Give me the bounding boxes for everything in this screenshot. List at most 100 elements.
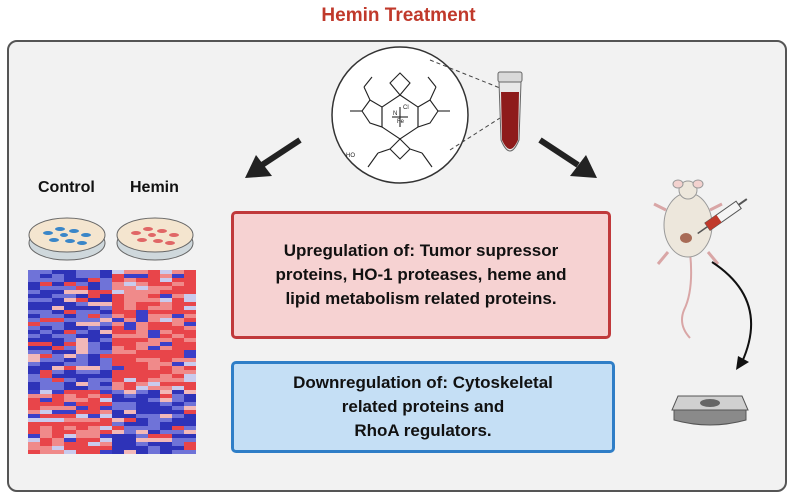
heatmap-cell	[184, 326, 196, 330]
heatmap-cell	[112, 374, 124, 378]
heatmap-cell	[112, 406, 124, 410]
heatmap-cell	[64, 378, 76, 382]
heatmap-cell	[184, 302, 196, 306]
heatmap-cell	[160, 310, 172, 314]
heatmap-cell	[76, 270, 88, 274]
heatmap-cell	[172, 426, 184, 430]
heatmap-cell	[64, 362, 76, 366]
heatmap-cell	[124, 434, 136, 438]
heatmap-cell	[88, 434, 100, 438]
heatmap-cell	[148, 354, 160, 358]
heatmap-cell	[76, 450, 88, 454]
downregulation-line: RhoA regulators.	[354, 421, 492, 440]
heatmap-cell	[28, 390, 40, 394]
heatmap-cell	[136, 282, 148, 286]
heatmap-cell	[148, 410, 160, 414]
heatmap-cell	[28, 378, 40, 382]
heatmap-cell	[100, 290, 112, 294]
heatmap-cell	[136, 334, 148, 338]
heatmap-cell	[52, 270, 64, 274]
heatmap-cell	[100, 274, 112, 278]
heatmap-cell	[172, 422, 184, 426]
heatmap-cell	[184, 334, 196, 338]
heatmap-cell	[136, 310, 148, 314]
heatmap-cell	[184, 438, 196, 442]
heatmap-cell	[52, 374, 64, 378]
heatmap-cell	[148, 330, 160, 334]
heatmap-cell	[76, 290, 88, 294]
heatmap-cell	[172, 362, 184, 366]
heatmap-cell	[136, 322, 148, 326]
heatmap-cell	[124, 390, 136, 394]
heatmap-cell	[124, 362, 136, 366]
heatmap-cell	[40, 270, 52, 274]
heatmap-cell	[28, 430, 40, 434]
heatmap-cell	[160, 346, 172, 350]
heatmap-cell	[88, 274, 100, 278]
heatmap-cell	[100, 310, 112, 314]
heatmap-cell	[112, 386, 124, 390]
heatmap-cell	[76, 410, 88, 414]
heatmap-cell	[172, 394, 184, 398]
heatmap-cell	[88, 310, 100, 314]
heatmap-cell	[148, 386, 160, 390]
heatmap-cell	[88, 358, 100, 362]
heatmap-cell	[124, 426, 136, 430]
heatmap-cell	[64, 302, 76, 306]
heatmap-cell	[64, 434, 76, 438]
heatmap-cell	[64, 326, 76, 330]
heatmap-cell	[64, 370, 76, 374]
heatmap-cell	[184, 310, 196, 314]
heatmap-cell	[76, 358, 88, 362]
heatmap-cell	[148, 450, 160, 454]
heatmap-cell	[148, 302, 160, 306]
heatmap-cell	[88, 302, 100, 306]
heatmap-cell	[112, 450, 124, 454]
heatmap-cell	[52, 410, 64, 414]
heatmap-cell	[112, 378, 124, 382]
heatmap-cell	[100, 362, 112, 366]
heatmap-cell	[124, 438, 136, 442]
heatmap-cell	[76, 418, 88, 422]
heatmap-cell	[28, 402, 40, 406]
heatmap-cell	[88, 326, 100, 330]
heatmap-cell	[52, 390, 64, 394]
heatmap-cell	[40, 282, 52, 286]
heatmap-cell	[52, 278, 64, 282]
heatmap-cell	[100, 318, 112, 322]
heatmap-cell	[100, 374, 112, 378]
heatmap-cell	[40, 302, 52, 306]
heatmap-cell	[88, 446, 100, 450]
heatmap-cell	[172, 438, 184, 442]
heatmap-cell	[100, 342, 112, 346]
heatmap-cell	[124, 310, 136, 314]
heatmap-cell	[112, 430, 124, 434]
heatmap-cell	[28, 334, 40, 338]
heatmap-cell	[100, 386, 112, 390]
heatmap-cell	[136, 410, 148, 414]
heatmap-cell	[40, 338, 52, 342]
heatmap-cell	[40, 294, 52, 298]
heatmap-cell	[64, 386, 76, 390]
heatmap-cell	[28, 286, 40, 290]
heatmap-cell	[160, 366, 172, 370]
heatmap-cell	[52, 282, 64, 286]
heatmap-cell	[76, 330, 88, 334]
heatmap-cell	[112, 346, 124, 350]
heatmap-cell	[184, 366, 196, 370]
heatmap-cell	[112, 390, 124, 394]
heatmap-cell	[184, 286, 196, 290]
atom-cooh: HO	[346, 153, 355, 159]
heatmap-cell	[64, 330, 76, 334]
heatmap-cell	[184, 298, 196, 302]
heatmap-cell	[184, 414, 196, 418]
heatmap-cell	[124, 446, 136, 450]
heatmap-cell	[172, 450, 184, 454]
heatmap-cell	[40, 402, 52, 406]
heatmap-cell	[124, 286, 136, 290]
heatmap-cell	[124, 442, 136, 446]
heatmap-cell	[88, 422, 100, 426]
heatmap-cell	[148, 270, 160, 274]
heatmap-cell	[76, 434, 88, 438]
